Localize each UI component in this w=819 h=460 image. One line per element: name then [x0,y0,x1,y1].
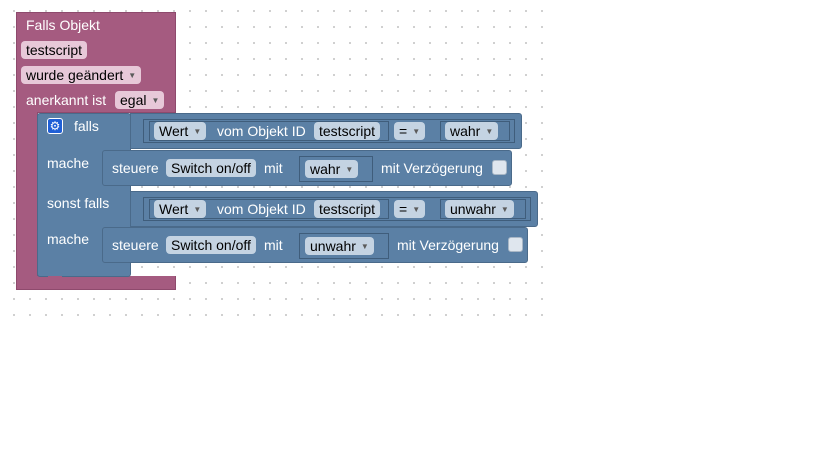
action-1-delay-checkbox[interactable] [492,160,507,175]
condition-1-object-id-field[interactable]: testscript [314,122,381,140]
gear-icon[interactable]: ⚙ [47,118,63,134]
action-2-mit-label: mit [264,237,283,253]
condition-2-vom-label: vom Objekt ID [217,201,306,217]
condition-1-prop-dropdown[interactable]: Wert ▼ [154,122,207,140]
action-2-delay-label: mit Verzögerung [397,237,499,253]
chevron-down-icon: ▼ [345,165,354,174]
chevron-down-icon: ▼ [412,205,421,214]
action-1-target-field[interactable]: Switch on/off [166,159,256,177]
condition-2-prop: Wert [159,201,189,217]
ack-value: egal [120,92,147,108]
action-1-value-dropdown[interactable]: wahr ▼ [305,160,359,178]
trigger-dropdown[interactable]: wurde geändert ▼ [21,66,142,84]
condition-1-object-id: testscript [319,123,376,139]
condition-1-value: wahr [450,123,481,139]
chevron-down-icon: ▼ [485,127,494,136]
object-id-value: testscript [26,42,83,58]
condition-1-prop: Wert [159,123,189,139]
condition-2-operator: = [399,201,408,217]
condition-2-prop-dropdown[interactable]: Wert ▼ [154,200,207,218]
mache-label: mache [47,155,90,171]
condition-1-operator: = [399,123,408,139]
action-1-mit-label: mit [264,160,283,176]
action-1-delay-label: mit Verzögerung [381,160,483,176]
chevron-down-icon: ▼ [360,242,369,251]
action-2-target-field[interactable]: Switch on/off [166,236,256,254]
action-1-steuere-label: steuere [112,160,159,176]
condition-1-vom-label: vom Objekt ID [217,123,306,139]
condition-1-value-dropdown[interactable]: wahr ▼ [445,122,499,140]
chevron-down-icon: ▼ [128,71,137,80]
mache-2-label: mache [47,231,90,247]
event-block-left-rail [16,112,38,290]
condition-2-value: unwahr [450,201,496,217]
sonst-falls-label: sonst falls [47,195,110,211]
chevron-down-icon: ▼ [193,127,202,136]
action-2-delay-checkbox[interactable] [508,237,523,252]
action-2-steuere-label: steuere [112,237,159,253]
chevron-down-icon: ▼ [193,205,202,214]
object-id-field[interactable]: testscript [21,41,88,59]
event-block-bottom [16,276,176,290]
ack-dropdown[interactable]: egal ▼ [115,91,165,109]
chevron-down-icon: ▼ [151,96,160,105]
action-2-value: unwahr [310,238,356,254]
trigger-value: wurde geändert [26,67,124,83]
action-1-value: wahr [310,161,341,177]
ack-label: anerkannt ist [26,92,107,108]
condition-2-value-dropdown[interactable]: unwahr ▼ [445,200,514,218]
chevron-down-icon: ▼ [412,127,421,136]
condition-2-object-id-field[interactable]: testscript [314,200,381,218]
event-block-title: Falls Objekt [26,17,100,33]
condition-1-operator-dropdown[interactable]: =▼ [394,122,426,140]
falls-label: falls [74,118,99,134]
condition-2-operator-dropdown[interactable]: =▼ [394,200,426,218]
action-2-target: Switch on/off [171,237,251,253]
condition-2-object-id: testscript [319,201,376,217]
action-1-target: Switch on/off [171,160,251,176]
chevron-down-icon: ▼ [500,205,509,214]
if-block-notch [48,276,62,280]
action-2-value-dropdown[interactable]: unwahr ▼ [305,237,374,255]
